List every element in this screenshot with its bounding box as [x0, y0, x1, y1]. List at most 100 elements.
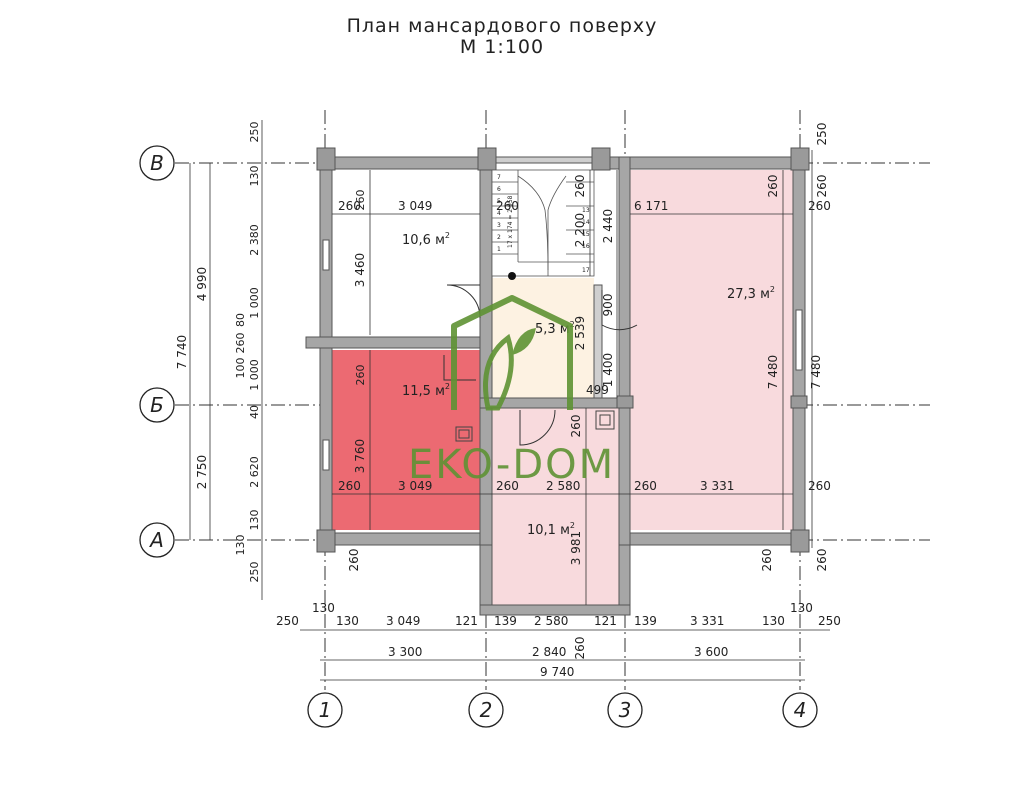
svg-text:260: 260 [338, 479, 361, 493]
svg-text:260: 260 [760, 549, 774, 572]
svg-text:3 049: 3 049 [398, 199, 432, 213]
svg-text:2 539: 2 539 [573, 316, 587, 350]
svg-text:9 740: 9 740 [540, 665, 574, 679]
svg-text:16: 16 [582, 243, 590, 250]
bottom-dim-lines [300, 629, 830, 681]
stair [491, 169, 595, 277]
svg-text:3 600: 3 600 [694, 645, 728, 659]
svg-text:3 981: 3 981 [569, 531, 583, 565]
svg-text:260: 260 [569, 415, 583, 438]
room-4-area: 27,3 м2 [727, 285, 775, 302]
svg-text:260: 260 [766, 175, 780, 198]
svg-text:2 840: 2 840 [532, 645, 566, 659]
svg-text:2 750: 2 750 [195, 455, 209, 489]
svg-text:2: 2 [497, 234, 501, 241]
svg-text:260: 260 [338, 199, 361, 213]
stair-start-marker [508, 272, 516, 280]
room-1-fill [332, 170, 480, 335]
svg-text:6: 6 [497, 186, 501, 193]
svg-text:7: 7 [497, 174, 501, 181]
svg-text:2 440: 2 440 [601, 209, 615, 243]
svg-text:3 300: 3 300 [388, 645, 422, 659]
svg-text:3 049: 3 049 [398, 479, 432, 493]
svg-text:3: 3 [619, 698, 632, 722]
svg-text:15: 15 [582, 231, 590, 238]
svg-text:17: 17 [582, 267, 590, 274]
interior-dim-lines [332, 170, 793, 605]
axis-bubble-a [139, 522, 175, 558]
svg-text:260: 260 [808, 479, 831, 493]
svg-text:250: 250 [276, 614, 299, 628]
house-outline-icon [451, 295, 573, 410]
svg-text:3 760: 3 760 [353, 439, 367, 473]
svg-text:100: 100 [234, 358, 247, 379]
svg-text:260: 260 [354, 190, 367, 211]
axis-bubble-2 [468, 692, 504, 728]
svg-text:260: 260 [234, 333, 247, 354]
axis-bubbles [139, 145, 818, 728]
svg-text:499: 499 [586, 383, 609, 397]
svg-text:130: 130 [312, 601, 335, 615]
svg-text:4: 4 [497, 210, 501, 217]
svg-text:1 000: 1 000 [248, 359, 261, 391]
svg-text:1 400: 1 400 [601, 353, 615, 387]
svg-text:7 740: 7 740 [175, 335, 189, 369]
stair-numbers: 7 6 5 4 3 2 1 17 16 15 14 13 17 x 174 = … [497, 174, 590, 274]
svg-text:900: 900 [601, 294, 615, 317]
svg-text:130: 130 [336, 614, 359, 628]
svg-text:130: 130 [234, 535, 247, 556]
svg-text:В: В [150, 151, 164, 175]
svg-text:121: 121 [455, 614, 478, 628]
interior-dims: 260 3 049 260 3 460 260 2 200 260 260 6 … [338, 175, 831, 660]
svg-text:260: 260 [634, 479, 657, 493]
room-5-fill [492, 408, 619, 605]
svg-text:40: 40 [248, 405, 261, 419]
svg-text:139: 139 [634, 614, 657, 628]
fixtures [455, 410, 615, 442]
svg-text:250: 250 [248, 562, 261, 583]
svg-text:4 990: 4 990 [195, 267, 209, 301]
svg-text:260: 260 [573, 637, 587, 660]
axis-bubble-3 [607, 692, 643, 728]
svg-text:260: 260 [808, 199, 831, 213]
svg-text:250: 250 [248, 122, 261, 143]
svg-text:4: 4 [794, 698, 807, 722]
svg-text:2 580: 2 580 [534, 614, 568, 628]
svg-text:7 480: 7 480 [809, 355, 823, 389]
eko-dom-logo: EKO-DOM [408, 295, 615, 488]
axis-bubble-1 [307, 692, 343, 728]
svg-text:130: 130 [790, 601, 813, 615]
svg-text:3 460: 3 460 [353, 253, 367, 287]
room-4-fill [630, 170, 793, 530]
svg-text:5: 5 [497, 198, 501, 205]
logo-text: EKO-DOM [408, 442, 615, 488]
svg-text:6 171: 6 171 [634, 199, 668, 213]
right-dims: 250 260 7 480 [809, 123, 829, 548]
svg-text:260: 260 [347, 549, 361, 572]
windows [322, 239, 803, 471]
axis-labels: В Б А 1 2 3 4 [148, 151, 806, 722]
svg-text:3 331: 3 331 [690, 614, 724, 628]
svg-text:2 380: 2 380 [248, 224, 261, 256]
svg-text:260: 260 [815, 549, 829, 572]
plan-title: План мансардового поверху [347, 15, 658, 37]
room-2-area: 11,5 м2 [402, 382, 450, 399]
svg-text:121: 121 [594, 614, 617, 628]
svg-text:260: 260 [496, 199, 519, 213]
svg-text:250: 250 [818, 614, 841, 628]
bottom-dims: 250 130 130 3 049 121 139 2 580 121 139 … [276, 601, 841, 679]
svg-text:7 480: 7 480 [766, 355, 780, 389]
axis-bubble-b [139, 387, 175, 423]
svg-text:13: 13 [582, 207, 590, 214]
svg-text:130: 130 [762, 614, 785, 628]
room-labels: 10,6 м2 11,5 м2 5,3 м2 27,3 м2 10,1 м2 [402, 231, 775, 538]
plan-scale: М 1:100 [460, 36, 544, 58]
svg-text:260: 260 [573, 175, 587, 198]
svg-text:139: 139 [494, 614, 517, 628]
svg-text:А: А [148, 528, 164, 552]
svg-text:260: 260 [496, 479, 519, 493]
svg-text:2 200: 2 200 [573, 213, 587, 247]
svg-text:130: 130 [248, 166, 261, 187]
axis-bubble-4 [782, 692, 818, 728]
